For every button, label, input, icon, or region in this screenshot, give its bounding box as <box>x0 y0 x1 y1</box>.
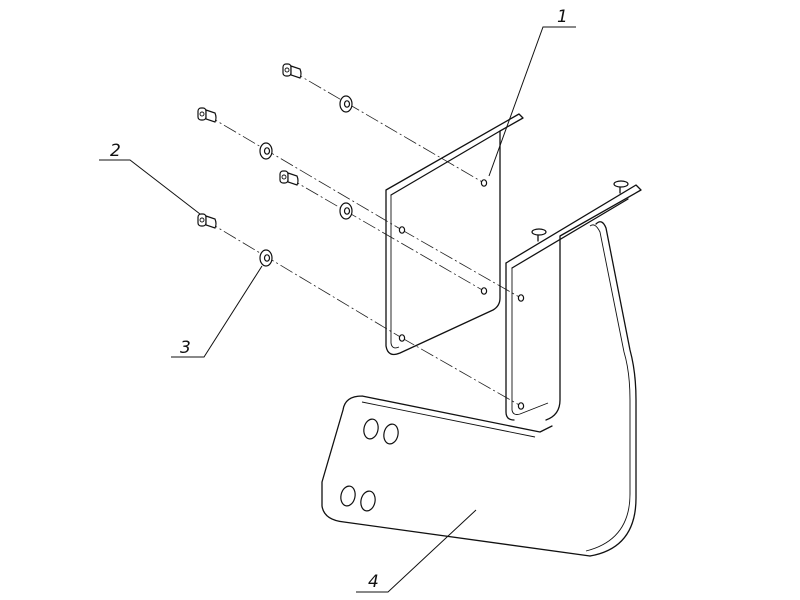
washer <box>339 202 353 220</box>
bolts-part-2 <box>197 63 302 229</box>
callout-3: 3 <box>171 265 263 358</box>
washers-part-3 <box>259 95 353 267</box>
bolt <box>197 213 217 229</box>
callout-label-3: 3 <box>180 338 191 358</box>
bent-bracket-part-4 <box>321 180 642 557</box>
washer <box>259 249 273 267</box>
bolt <box>197 107 217 123</box>
callout-label-4: 4 <box>368 572 379 592</box>
callout-4: 4 <box>356 509 477 593</box>
washer <box>339 95 353 113</box>
bolt <box>282 63 302 79</box>
mounting-plate-part-1 <box>385 113 524 356</box>
top-rivets <box>531 180 629 242</box>
callout-1: 1 <box>488 7 576 177</box>
bolt <box>279 170 299 186</box>
callout-label-1: 1 <box>557 7 568 27</box>
washer <box>259 142 273 160</box>
callout-label-2: 2 <box>110 141 121 161</box>
center-lines <box>204 69 522 407</box>
flap-holes <box>340 418 399 512</box>
callout-2: 2 <box>99 141 201 215</box>
